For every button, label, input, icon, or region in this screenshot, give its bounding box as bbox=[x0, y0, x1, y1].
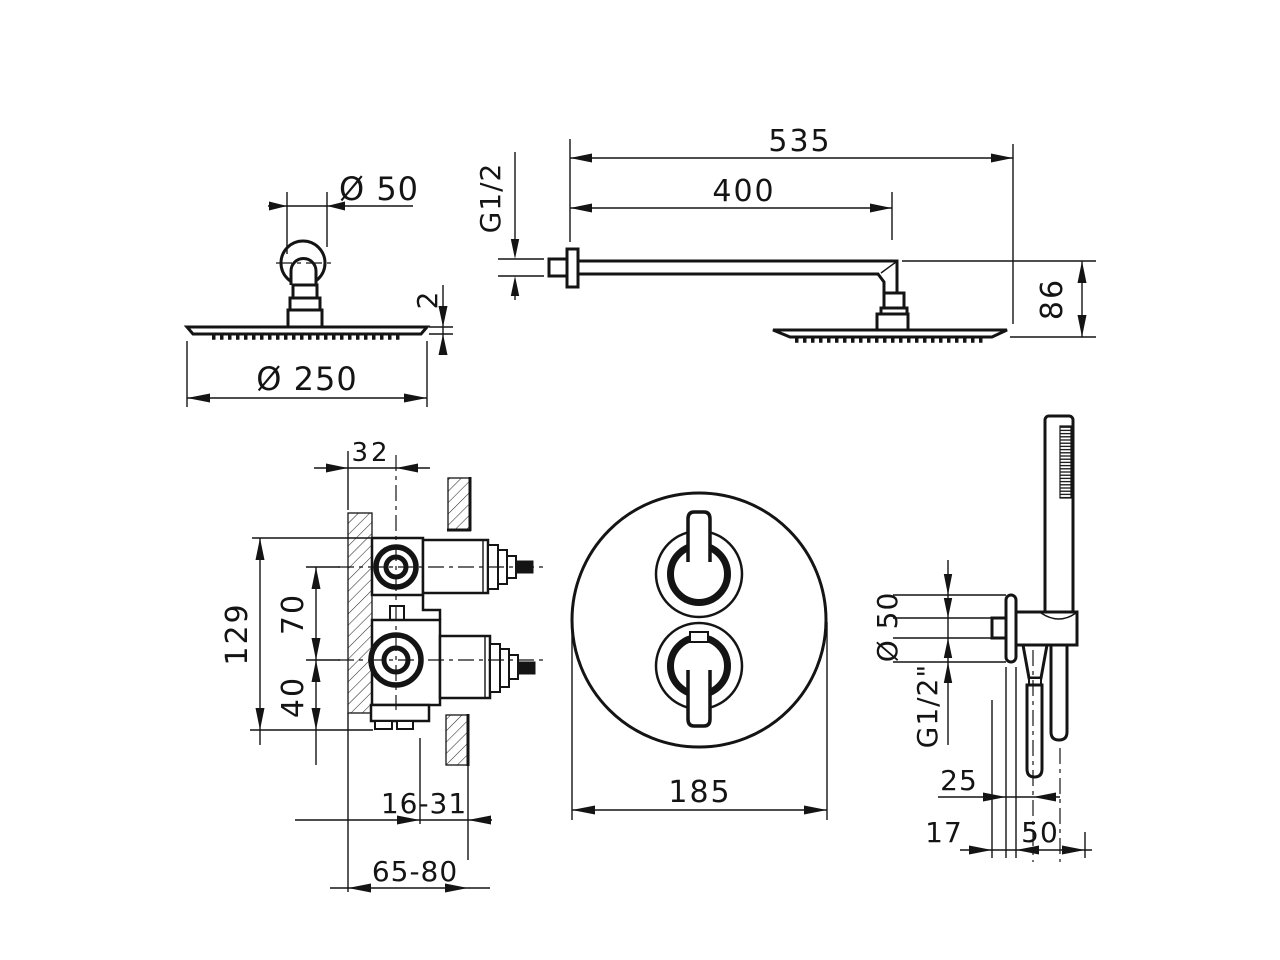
dim-label-arm-thread: G1/2 bbox=[474, 163, 507, 234]
dim-label-plate-diameter: 185 bbox=[668, 775, 731, 810]
finished-wall-plate-hatched bbox=[347, 512, 373, 714]
dim-label-arm-length: 400 bbox=[712, 174, 775, 209]
shower-head-plate-side bbox=[183, 325, 431, 336]
dim-label-total-length: 535 bbox=[768, 124, 831, 159]
holder-cradle-arc bbox=[1040, 612, 1077, 620]
dim-label-port-spacing: 70 bbox=[276, 593, 311, 635]
arm-connector-base bbox=[875, 312, 910, 332]
lower-handle-index-notch bbox=[689, 631, 709, 643]
upper-handle-lever bbox=[686, 510, 712, 562]
valve-mid-lug bbox=[389, 605, 405, 621]
dim-label-depth-to-axis: 32 bbox=[351, 438, 390, 468]
lower-cartridge-ring1 bbox=[489, 643, 501, 693]
wall-section-lower-hatched bbox=[445, 714, 469, 766]
dim-label-handle-offset: 50 bbox=[1021, 816, 1059, 849]
ball-joint-arch bbox=[289, 257, 318, 285]
wall-escutcheon-plate bbox=[1004, 593, 1018, 664]
arm-connector-nut bbox=[882, 291, 906, 310]
valve-foot-2 bbox=[396, 720, 414, 730]
valve-bottom-block bbox=[369, 703, 431, 723]
valve-foot-1 bbox=[374, 720, 393, 730]
trim-plate bbox=[570, 491, 828, 749]
wall-section-upper-hatched bbox=[447, 477, 471, 531]
dim-label-embed-range: 65-80 bbox=[372, 855, 458, 888]
dim-label-holder-diameter: Ø 50 bbox=[871, 592, 904, 663]
connector-base bbox=[286, 308, 324, 329]
dim-label-recess-range: 16-31 bbox=[381, 787, 467, 820]
lower-cartridge-stem bbox=[517, 661, 536, 675]
wand-handle-lower bbox=[1049, 643, 1069, 742]
dim-label-head-diameter: Ø 250 bbox=[256, 360, 357, 398]
view-trim-plate-front: 185 bbox=[570, 491, 828, 820]
wand-grip-ribs bbox=[1059, 425, 1072, 499]
connector-nut-2 bbox=[288, 296, 322, 312]
arm-miter-line bbox=[880, 261, 897, 274]
dim-label-bottom-offset: 40 bbox=[276, 676, 311, 718]
connector-nut-1 bbox=[291, 283, 319, 300]
view-mixer-valve-section: 32 129 70 40 16-31 65-80 bbox=[220, 438, 548, 893]
view-shower-arm-side: 535 400 G1/2 86 bbox=[474, 124, 1096, 343]
dim-label-drop-height: 86 bbox=[1035, 278, 1070, 320]
dim-label-hose-offset: 25 bbox=[940, 764, 978, 797]
view-hand-shower-side: Ø 50 G1/2" 25 17 50 bbox=[871, 414, 1092, 862]
shower-arm bbox=[576, 259, 899, 295]
dim-label-body-height: 129 bbox=[220, 602, 255, 665]
shower-head-plate-side2 bbox=[772, 328, 1008, 339]
view-overhead-shower-side: Ø 50 Ø 250 2 bbox=[183, 170, 453, 407]
valve-mid-step bbox=[421, 595, 442, 620]
dim-label-elbow-offset: 17 bbox=[925, 816, 963, 849]
lower-handle-lever bbox=[686, 670, 712, 728]
lower-cartridge-ring2 bbox=[499, 648, 510, 688]
dim-label-mount-diameter: Ø 50 bbox=[339, 170, 419, 208]
dim-label-holder-thread: G1/2" bbox=[911, 664, 944, 749]
hose-cone-connector bbox=[1021, 643, 1049, 680]
lower-cartridge-ring3 bbox=[508, 654, 519, 680]
arm-wall-flange bbox=[565, 247, 580, 289]
arm-thread-end bbox=[547, 257, 569, 278]
wall-elbow-fitting bbox=[990, 616, 1008, 640]
dim-label-plate-thickness: 2 bbox=[411, 291, 444, 310]
valve-lower-cartridge bbox=[438, 634, 492, 700]
shower-hose bbox=[1025, 683, 1044, 779]
